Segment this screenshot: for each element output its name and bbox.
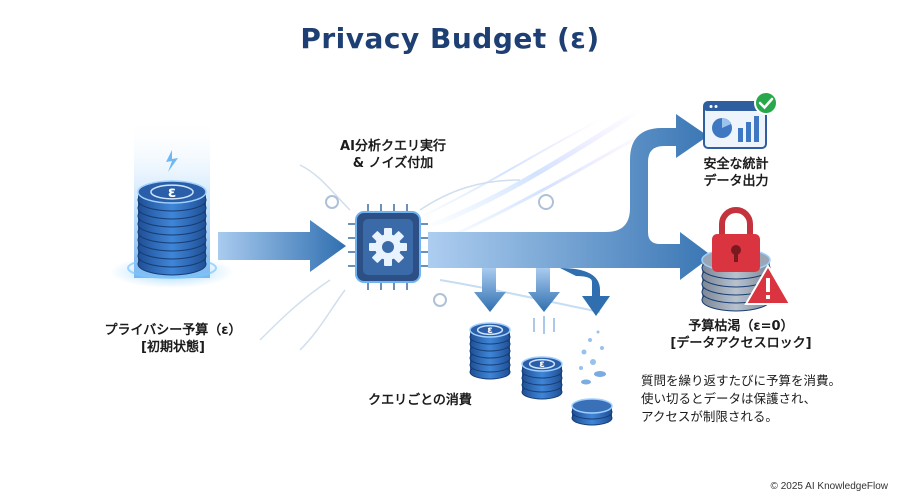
consumption-label-text: クエリごとの消費 xyxy=(368,393,472,408)
epsilon-symbol: ε xyxy=(539,359,545,370)
copyright-notice: © 2025 AI KnowledgeFlow xyxy=(770,481,888,492)
safe-output-chart-check-icon xyxy=(703,91,778,149)
diagram-title: Privacy Budget (ε) xyxy=(300,22,600,55)
exhausted-label-line2: [データアクセスロック] xyxy=(670,336,812,351)
flow-arrow-branches-down xyxy=(474,268,610,316)
initial-budget-label-line2: [初期状態] xyxy=(141,340,205,355)
consumption-label: クエリごとの消費 xyxy=(360,392,480,409)
description-line1: 質問を繰り返すたびに予算を消費。 xyxy=(641,373,842,388)
query-label-line1: AI分析クエリ実行 xyxy=(340,139,446,154)
initial-budget-coin-stack-icon: ε xyxy=(110,118,234,288)
query-label-line2: & ノイズ付加 xyxy=(352,156,434,171)
query-gear-chip-icon xyxy=(348,204,428,290)
initial-budget-label-line1: プライバシー予算（ε） xyxy=(104,323,242,338)
consumption-coin-stack-icon: ε ε xyxy=(469,316,613,426)
safe-output-label-line2: データ出力 xyxy=(703,174,769,189)
epsilon-symbol: ε xyxy=(487,325,493,336)
description-line3: アクセスが制限される。 xyxy=(641,409,778,424)
epsilon-symbol: ε xyxy=(168,183,176,201)
exhausted-lock-warning-icon xyxy=(701,207,792,312)
safe-output-label: 安全な統計 データ出力 xyxy=(688,156,784,190)
safe-output-label-line1: 安全な統計 xyxy=(703,157,769,172)
flow-arrow-to-query xyxy=(218,220,346,272)
query-label: AI分析クエリ実行 & ノイズ付加 xyxy=(318,138,468,172)
description-line2: 使い切るとデータは保護され、 xyxy=(641,391,817,406)
exhausted-label-line1: 予算枯渇（ε=0） xyxy=(688,319,794,334)
flow-arrow-main xyxy=(428,114,712,280)
exhausted-label: 予算枯渇（ε=0） [データアクセスロック] xyxy=(656,318,826,352)
budget-description: 質問を繰り返すたびに予算を消費。 使い切るとデータは保護され、 アクセスが制限さ… xyxy=(641,372,841,426)
initial-budget-label: プライバシー予算（ε） [初期状態] xyxy=(98,322,248,356)
